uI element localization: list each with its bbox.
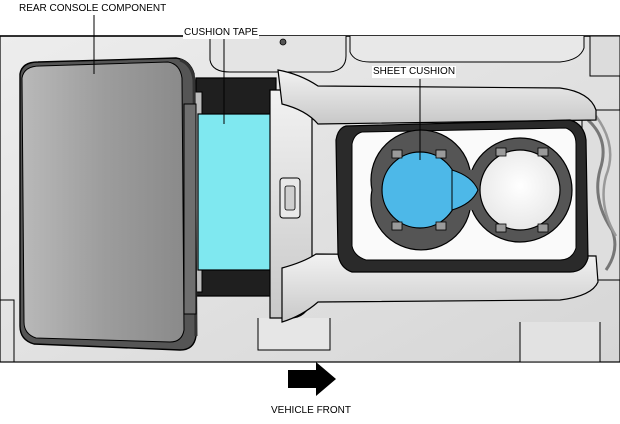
- label-sheet-cushion: SHEET CUSHION: [372, 66, 457, 78]
- right-arrow-icon: [288, 362, 336, 396]
- label-vehicle-front: VEHICLE FRONT: [271, 405, 352, 416]
- right-cup-well: [479, 149, 561, 231]
- sheet-cushion-highlight: [381, 151, 459, 229]
- upper-rail: [277, 69, 597, 125]
- cushion-tape-highlight: [197, 113, 273, 271]
- rear-console-lid: [21, 61, 185, 343]
- label-rear-console-component: REAR CONSOLE COMPONENT: [18, 3, 168, 15]
- label-cushion-tape: CUSHION TAPE: [183, 27, 260, 39]
